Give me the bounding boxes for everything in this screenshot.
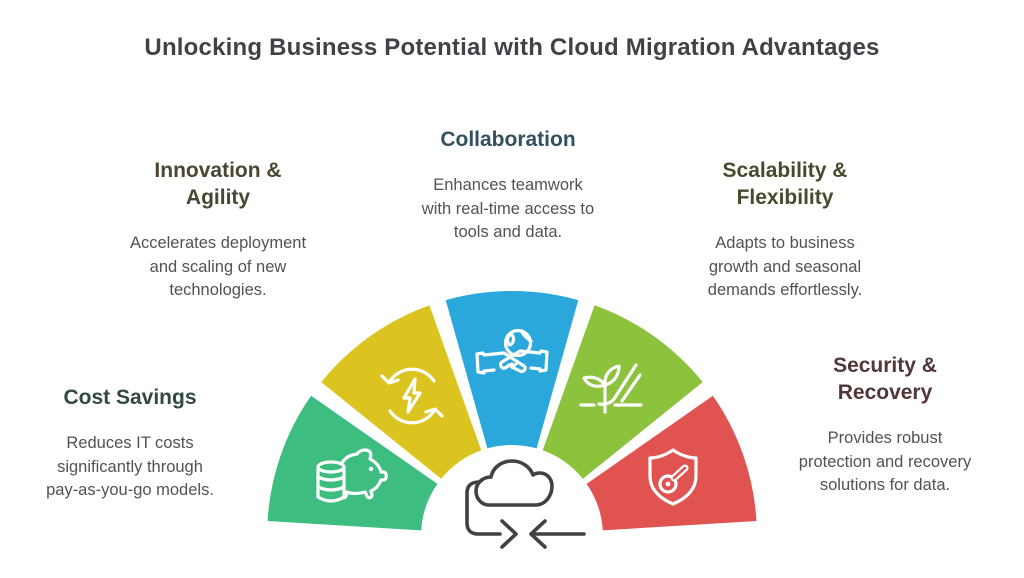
benefit-block-collaboration: Collaboration Enhances teamwork with rea… — [390, 126, 626, 245]
benefit-heading-collaboration: Collaboration — [440, 128, 576, 151]
benefit-description-innovation-agility: Accelerates deployment and scaling of ne… — [129, 234, 307, 299]
benefit-description-security-recovery: Provides robust protection and recovery … — [798, 429, 972, 494]
wedge-cost-savings — [267, 395, 438, 531]
piggy-bank-coins-icon — [316, 448, 388, 503]
benefit-block-scalability-flexibility: Scalability & Flexibility Adapts to busi… — [667, 157, 903, 303]
benefit-block-innovation-agility: Innovation & Agility Accelerates deploym… — [100, 157, 336, 303]
benefit-block-security-recovery: Security & Recovery Provides robust prot… — [767, 352, 1003, 498]
infographic-title: Unlocking Business Potential with Cloud … — [144, 34, 880, 61]
wedge-innovation-agility — [321, 305, 482, 479]
benefit-description-scalability-flexibility: Adapts to business growth and seasonal d… — [707, 234, 863, 299]
shield-key-icon — [648, 448, 698, 506]
benefit-description-cost-savings: Reduces IT costs significantly through p… — [46, 434, 214, 499]
wedge-collaboration — [445, 290, 579, 449]
wedge-security-recovery — [586, 395, 757, 531]
benefit-description-collaboration: Enhances teamwork with real-time access … — [421, 176, 595, 241]
benefit-heading-innovation-agility: Innovation & Agility — [154, 159, 282, 209]
plant-growth-icon — [579, 363, 643, 414]
cloud-migration-icon — [465, 459, 586, 549]
wedge-scalability-flexibility — [542, 305, 703, 479]
benefit-heading-cost-savings: Cost Savings — [63, 386, 197, 409]
benefit-block-cost-savings: Cost Savings Reduces IT costs significan… — [10, 384, 250, 503]
benefit-heading-scalability-flexibility: Scalability & Flexibility — [722, 159, 848, 209]
sync-lightning-icon — [380, 367, 444, 425]
benefit-heading-security-recovery: Security & Recovery — [833, 354, 937, 404]
handshake-globe-icon — [475, 328, 549, 375]
